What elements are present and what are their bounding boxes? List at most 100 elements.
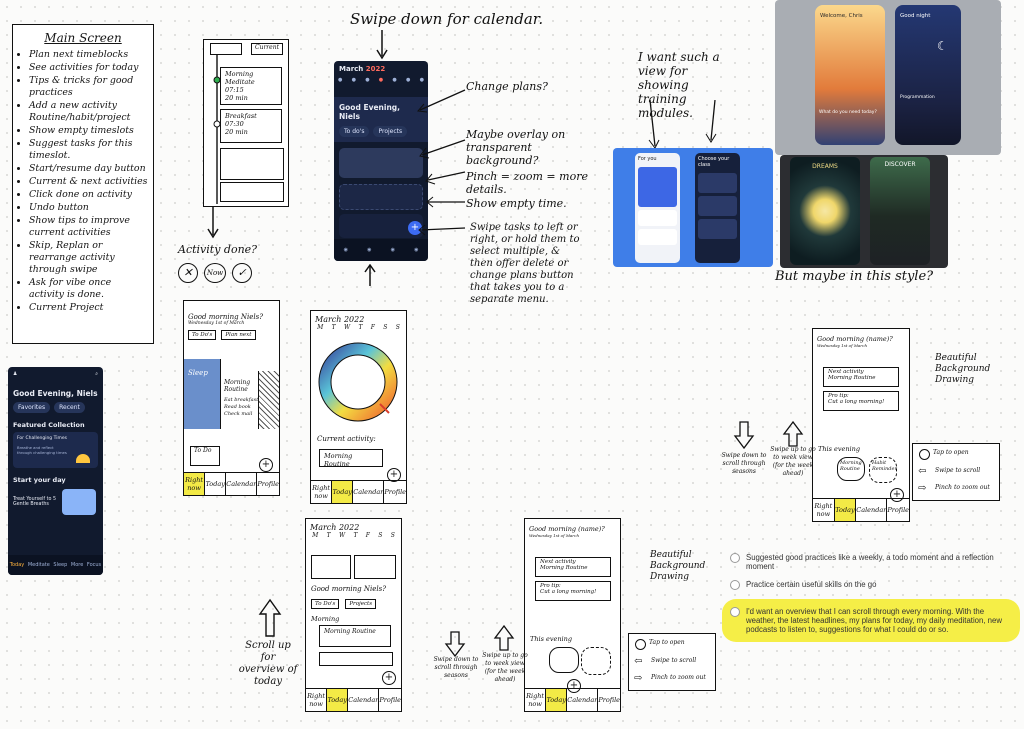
meditation-phone: ♟⌕ Good Evening, Niels Favorites Recent … xyxy=(8,367,103,575)
add-circle-icon[interactable]: + xyxy=(382,671,396,685)
swipe-arrow-icon: ⇦ xyxy=(918,466,927,477)
nav-today[interactable]: Today xyxy=(9,562,25,568)
sketch-c-month: March 2022 xyxy=(310,523,360,532)
nav-icon[interactable]: ◉ xyxy=(414,247,419,253)
plan-next-chip[interactable]: Plan next xyxy=(221,330,256,340)
todo-card[interactable]: To Do xyxy=(190,446,220,466)
tab-calendar[interactable]: Calendar xyxy=(348,689,380,711)
tab-calendar[interactable]: Calendar xyxy=(856,499,888,521)
task-item[interactable]: Read book xyxy=(224,404,251,410)
profile-icon[interactable]: ♟ xyxy=(13,371,18,377)
tab-right-now[interactable]: Right now xyxy=(525,689,547,711)
tab-profile[interactable]: Profile xyxy=(384,488,407,496)
tab-profile[interactable]: Profile xyxy=(887,506,910,514)
current-activity-card[interactable]: Morning Routine xyxy=(319,449,383,468)
tab-calendar[interactable]: Calendar xyxy=(567,689,599,711)
checklist-item[interactable]: Practice certain useful skills on the go xyxy=(730,580,1020,590)
activity-slot[interactable] xyxy=(319,652,393,666)
tab-profile[interactable]: Profile xyxy=(257,480,280,488)
sketch-b-month: March 2022 xyxy=(315,315,365,324)
swipe-down-season-note: Swipe down to scroll through seasons xyxy=(433,656,479,679)
check-circle-icon[interactable]: ✓ xyxy=(232,263,252,283)
tab-right-now[interactable]: Right now xyxy=(311,481,333,503)
tab-today[interactable]: Today xyxy=(834,499,857,521)
weather-card[interactable] xyxy=(311,555,351,579)
radio-icon[interactable] xyxy=(730,553,740,563)
add-button[interactable]: + xyxy=(408,221,422,235)
list-item: Show tips to improve current activities xyxy=(29,215,149,239)
tab-profile[interactable]: Profile xyxy=(379,696,402,704)
projects-chip[interactable]: Projects xyxy=(373,126,408,137)
list-item: See activities for today xyxy=(29,62,149,74)
tab-right-now[interactable]: Right now xyxy=(184,473,206,495)
tab-today[interactable]: Today xyxy=(546,689,568,711)
sketch-right-now: Good morning Niels? Wednesday 1st of Mar… xyxy=(183,300,280,496)
task-item[interactable]: Eat breakfast xyxy=(224,397,259,403)
cancel-circle-icon[interactable]: ✕ xyxy=(178,263,198,283)
search-icon[interactable]: ⌕ xyxy=(95,371,98,377)
activity-card[interactable] xyxy=(339,148,423,178)
nav-icon[interactable]: ◉ xyxy=(390,247,395,253)
activity-done-label: Activity done? xyxy=(178,243,258,256)
nav-more[interactable]: More xyxy=(70,562,84,568)
training-mockup-blue: For you Choose your class xyxy=(613,148,773,267)
todo-chip[interactable]: To do's xyxy=(339,126,370,137)
recent-chip[interactable]: Recent xyxy=(54,402,85,413)
wire-item-title: Breakfast xyxy=(225,112,257,120)
checklist-item[interactable]: Suggested good practices like a weekly, … xyxy=(730,553,1020,571)
add-circle-icon[interactable]: + xyxy=(890,488,904,502)
now-circle-icon[interactable]: Now xyxy=(204,263,226,283)
nav-focus[interactable]: Focus xyxy=(86,562,102,568)
activity-bubble[interactable] xyxy=(549,647,579,673)
habit-bubble[interactable] xyxy=(581,647,611,675)
morning-label: Morning xyxy=(311,615,340,623)
checklist-item-highlighted[interactable]: I'd want an overview that I can scroll t… xyxy=(722,599,1020,642)
featured-card[interactable]: For Challenging Times Breathe and reflec… xyxy=(13,432,98,468)
pro-tip-card[interactable]: Pro tip:Cut a long morning! xyxy=(823,391,899,411)
habit-bubble[interactable]: Habit Reminder xyxy=(869,457,897,483)
favorites-chip[interactable]: Favorites xyxy=(13,402,51,413)
todo-chip[interactable]: To Do's xyxy=(188,330,217,340)
activity-slot[interactable] xyxy=(339,184,423,210)
greeting-banner: Good Evening, Niels To do's Projects xyxy=(334,97,428,142)
wire-current-button[interactable]: Current xyxy=(251,43,283,55)
day-ring[interactable] xyxy=(317,341,399,423)
tab-right-now[interactable]: Right now xyxy=(813,499,835,521)
welcome-label: Welcome, Chris xyxy=(820,13,863,19)
sketch-b-tabbar: Right now Today Calendar Profile xyxy=(311,480,406,503)
todo-chip[interactable]: To Do's xyxy=(311,599,340,609)
legend-pinch: Pinch to zoom out xyxy=(935,484,990,491)
nav-icon[interactable]: ◉ xyxy=(343,247,348,253)
down-arrow-icon xyxy=(648,100,717,149)
timeline-line xyxy=(213,54,221,204)
add-circle-icon[interactable]: + xyxy=(387,468,401,482)
radio-icon[interactable] xyxy=(730,607,740,617)
nav-icon[interactable]: ◉ xyxy=(367,247,372,253)
tab-calendar[interactable]: Calendar xyxy=(353,481,385,503)
tab-calendar[interactable]: Calendar xyxy=(226,473,258,495)
tab-today[interactable]: Today xyxy=(332,481,354,503)
tab-today[interactable]: Today xyxy=(205,473,227,495)
task-item[interactable]: Check mail xyxy=(224,411,253,417)
add-circle-icon[interactable]: + xyxy=(259,458,273,472)
add-circle-icon[interactable]: + xyxy=(567,679,581,693)
projects-chip[interactable]: Projects xyxy=(345,599,377,609)
up-arrow-icon xyxy=(493,624,515,651)
gesture-legend: Tap to open Swipe to scroll Pinch to zoo… xyxy=(628,633,716,691)
nav-meditate[interactable]: Meditate xyxy=(27,562,50,568)
tab-profile[interactable]: Profile xyxy=(598,696,621,704)
tab-today[interactable]: Today xyxy=(327,689,349,711)
activity-bubble[interactable]: Morning Routine xyxy=(837,457,865,481)
tab-right-now[interactable]: Right now xyxy=(306,689,328,711)
gesture-legend: Tap to open Swipe to scroll Pinch to zoo… xyxy=(912,443,1000,501)
headline-card[interactable] xyxy=(354,555,396,579)
radio-icon[interactable] xyxy=(730,580,740,590)
morning-routine-card[interactable]: Morning Routine xyxy=(319,625,391,647)
routine-card[interactable]: Treat Yourself to 5 Gentle Breaths xyxy=(13,487,98,517)
done-icon-row: ✕ Now ✓ xyxy=(178,263,252,283)
nav-sleep[interactable]: Sleep xyxy=(53,562,68,568)
pro-tip-card[interactable]: Pro tip:Cut a long morning! xyxy=(535,581,611,601)
